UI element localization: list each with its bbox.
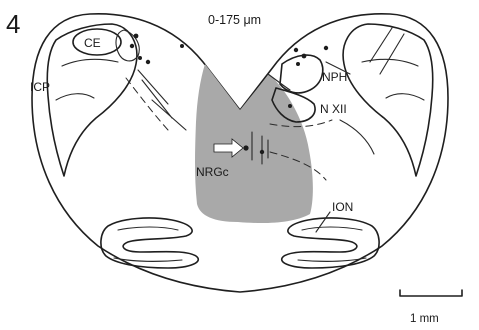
label-n-xii: N XII <box>320 102 347 116</box>
left-lobe-inner-line <box>56 59 118 100</box>
cell-dot <box>138 56 142 60</box>
cell-dot <box>130 44 134 48</box>
label-ion: ION <box>332 200 353 214</box>
label-icp: ICP <box>30 80 50 94</box>
label-nrgc: NRGc <box>196 165 229 179</box>
panel-number: 4 <box>6 9 20 39</box>
label-nph: NPH <box>322 70 347 84</box>
cell-dot <box>302 54 307 59</box>
right-lobe-inner-line <box>362 59 424 100</box>
ion-leader-line <box>316 212 330 232</box>
recording-site-dot <box>243 145 248 150</box>
right-lateral-lobe <box>343 24 433 176</box>
scale-bar <box>400 290 462 296</box>
cell-dot <box>146 60 150 64</box>
left-fiber-lines <box>138 70 186 130</box>
cell-dot <box>134 34 139 39</box>
recording-site-dot <box>260 150 264 154</box>
depth-label: 0-175 μm <box>208 13 261 27</box>
cell-dot <box>294 48 298 52</box>
nrgc-shaded-region <box>195 64 313 223</box>
label-ce: CE <box>84 36 101 50</box>
right-olive-outline <box>282 218 379 268</box>
cell-dot <box>296 62 300 66</box>
cell-dot <box>288 104 292 108</box>
scale-bar-label: 1 mm <box>410 313 439 325</box>
right-fiber-lines <box>370 28 404 74</box>
left-olive-outline <box>101 218 198 268</box>
cell-dot <box>180 44 184 48</box>
cell-dot <box>324 46 328 50</box>
right-radial-line <box>340 120 374 154</box>
